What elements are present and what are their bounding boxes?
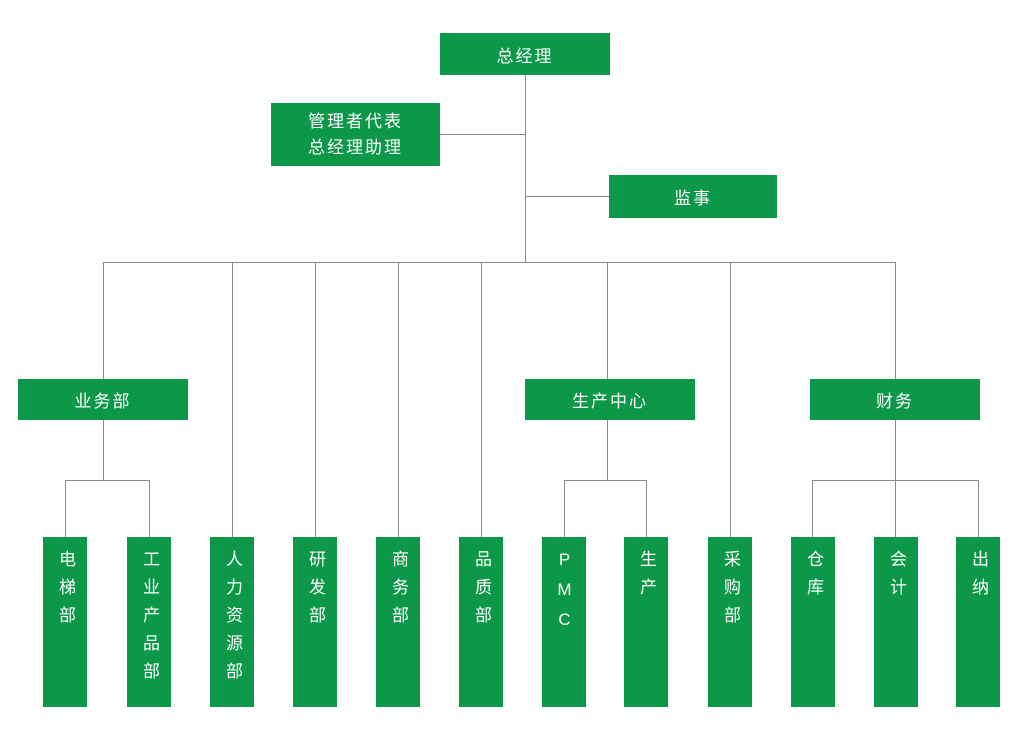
connector-production-stem [607, 420, 608, 480]
production-label: 生产 [637, 550, 656, 606]
management-representative-line1: 管理者代表 [308, 111, 403, 131]
warehouse-label: 仓库 [804, 550, 823, 606]
connector-drop-hr [232, 262, 233, 537]
connector-drop-warehouse [812, 480, 813, 537]
management-representative-line2: 总经理助理 [308, 137, 403, 157]
connector-drop-pmc [564, 480, 565, 537]
connector-drop-elevator [65, 480, 66, 537]
connector-drop-business [103, 262, 104, 379]
connector-drop-production-center [607, 262, 608, 379]
connector-production-children [564, 480, 647, 481]
node-management-representative: 管理者代表 总经理助理 [271, 103, 440, 166]
node-quality-dept: 品质部 [459, 537, 503, 707]
accounting-label: 会计 [887, 550, 906, 606]
connector-drop-cashier [978, 480, 979, 537]
connector-assistant [440, 134, 525, 135]
node-commerce-dept: 商务部 [376, 537, 420, 707]
node-accounting: 会计 [874, 537, 918, 707]
node-cashier: 出纳 [956, 537, 1000, 707]
node-supervisor: 监事 [609, 175, 777, 218]
connector-root-trunk [525, 75, 526, 262]
quality-dept-label: 品质部 [472, 550, 491, 634]
connector-drop-finance [895, 262, 896, 379]
rd-dept-label: 研发部 [306, 550, 325, 634]
node-general-manager: 总经理 [440, 33, 610, 75]
elevator-dept-label: 电梯部 [56, 550, 75, 634]
connector-drop-industrial [149, 480, 150, 537]
pmc-label: PMC [555, 550, 574, 640]
connector-drop-accounting [895, 480, 896, 537]
node-elevator-dept: 电梯部 [43, 537, 87, 707]
connector-drop-purchasing [730, 262, 731, 537]
connector-drop-commerce [398, 262, 399, 537]
commerce-dept-label: 商务部 [389, 550, 408, 634]
connector-drop-production [646, 480, 647, 537]
node-business-dept: 业务部 [18, 379, 188, 420]
industrial-products-dept-label: 工业产品部 [140, 550, 159, 690]
connector-finance-stem [895, 420, 896, 480]
connector-business-stem [103, 420, 104, 480]
connector-main-horizontal [103, 262, 896, 263]
node-production-center: 生产中心 [525, 379, 695, 420]
node-industrial-products-dept: 工业产品部 [127, 537, 171, 707]
node-pmc: PMC [542, 537, 586, 707]
purchasing-dept-label: 采购部 [721, 550, 740, 634]
node-production: 生产 [624, 537, 668, 707]
connector-business-children [65, 480, 150, 481]
node-hr-dept: 人力资源部 [210, 537, 254, 707]
connector-drop-rd [315, 262, 316, 537]
connector-drop-quality [481, 262, 482, 537]
connector-supervisor [525, 196, 609, 197]
node-finance: 财务 [810, 379, 980, 420]
hr-dept-label: 人力资源部 [223, 550, 242, 690]
node-purchasing-dept: 采购部 [708, 537, 752, 707]
cashier-label: 出纳 [969, 550, 988, 606]
node-warehouse: 仓库 [791, 537, 835, 707]
node-rd-dept: 研发部 [293, 537, 337, 707]
